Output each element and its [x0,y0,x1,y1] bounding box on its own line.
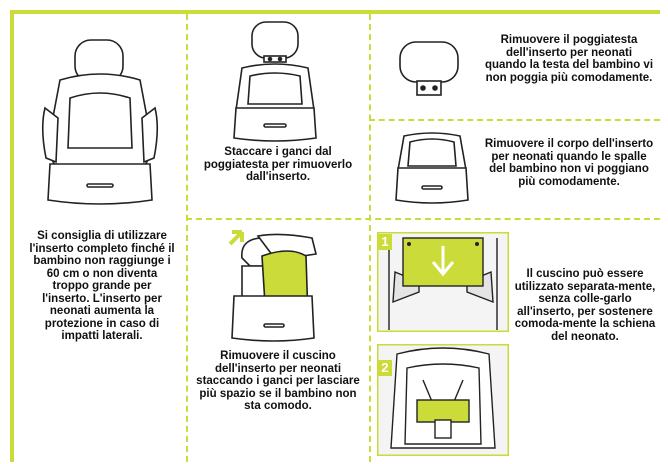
step-1-illustration [377,232,509,332]
divider-vertical-2 [369,14,371,462]
step-2-illustration [377,344,509,456]
cushion-separate-text: Il cuscino può essere utilizzato separat… [514,268,656,343]
full-insert-text: Si consiglia di utilizzare l'inserto com… [29,230,175,342]
headrest-icon [399,41,459,96]
remove-body-text: Rimuovere il corpo dell'inserto per neon… [484,138,654,188]
insert-body-icon [395,132,469,204]
instruction-frame [10,10,660,462]
divider-horizontal-1 [186,218,660,220]
divider-horizontal-2 [369,119,660,121]
remove-headrest-text: Rimuovere il poggiatesta dell'inserto pe… [484,34,654,84]
remove-cushion-text: Rimuovere il cuscino dell'inserto per ne… [196,350,360,412]
seat-insert-with-headrest-icon [233,21,317,142]
divider-vertical-1 [186,14,188,462]
cushion-removal-icon [228,230,317,342]
arrow-down-icon [431,246,455,277]
step-1-badge: 1 [378,234,392,250]
seat-insert-full-icon [41,39,159,205]
step-2-badge: 2 [378,360,392,376]
unhook-headrest-text: Staccare i ganci dal poggiatesta per rim… [203,146,353,183]
